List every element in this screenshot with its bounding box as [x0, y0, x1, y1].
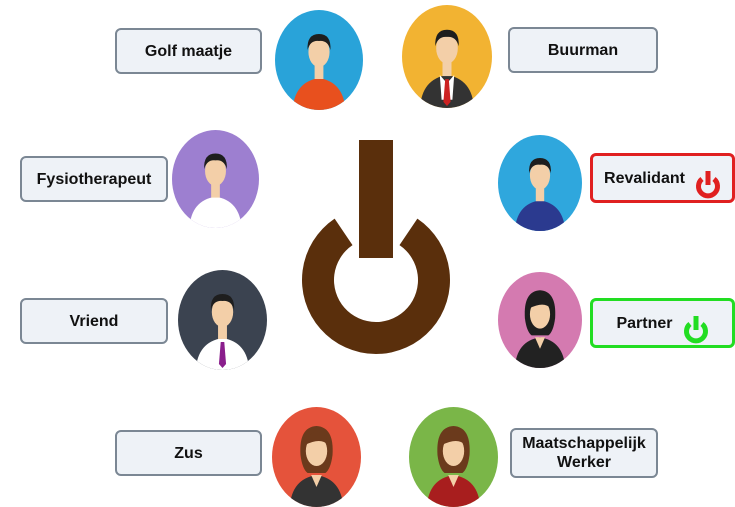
avatar-buurman — [402, 5, 492, 108]
person-icon — [498, 272, 582, 368]
avatar-partner — [498, 272, 582, 368]
label-partner: Partner — [590, 298, 735, 348]
person-icon — [402, 5, 492, 108]
person-icon — [409, 407, 498, 507]
avatar-maatschappelijk-werker — [409, 407, 498, 507]
label-revalidant: Revalidant — [590, 153, 735, 203]
label-buurman: Buurman — [508, 27, 658, 73]
label-fysiotherapeut: Fysiotherapeut — [20, 156, 168, 202]
person-icon — [272, 407, 361, 507]
person-icon — [172, 130, 259, 228]
power-off-icon — [695, 151, 721, 205]
label-text: Revalidant — [604, 169, 685, 187]
label-text: Zus — [174, 444, 203, 462]
label-golf-maatje: Golf maatje — [115, 28, 262, 74]
label-maatschappelijk-werker: Maatschappelijk Werker — [510, 428, 658, 478]
label-vriend: Vriend — [20, 298, 168, 344]
avatar-vriend — [178, 270, 267, 370]
person-icon — [178, 270, 267, 370]
person-icon — [275, 10, 363, 110]
avatar-fysiotherapeut — [172, 130, 259, 228]
label-text: Golf maatje — [144, 42, 233, 60]
label-text: Maatschappelijk Werker — [522, 435, 646, 471]
avatar-golf-maatje — [275, 10, 363, 110]
power-on-icon — [683, 296, 709, 350]
avatar-revalidant — [498, 135, 582, 231]
label-zus: Zus — [115, 430, 262, 476]
power-icon — [302, 140, 450, 354]
label-text: Vriend — [69, 312, 119, 330]
label-text: Partner — [616, 314, 673, 332]
person-icon — [498, 135, 582, 231]
label-text: Fysiotherapeut — [36, 170, 152, 188]
label-text: Buurman — [547, 41, 619, 59]
avatar-zus — [272, 407, 361, 507]
